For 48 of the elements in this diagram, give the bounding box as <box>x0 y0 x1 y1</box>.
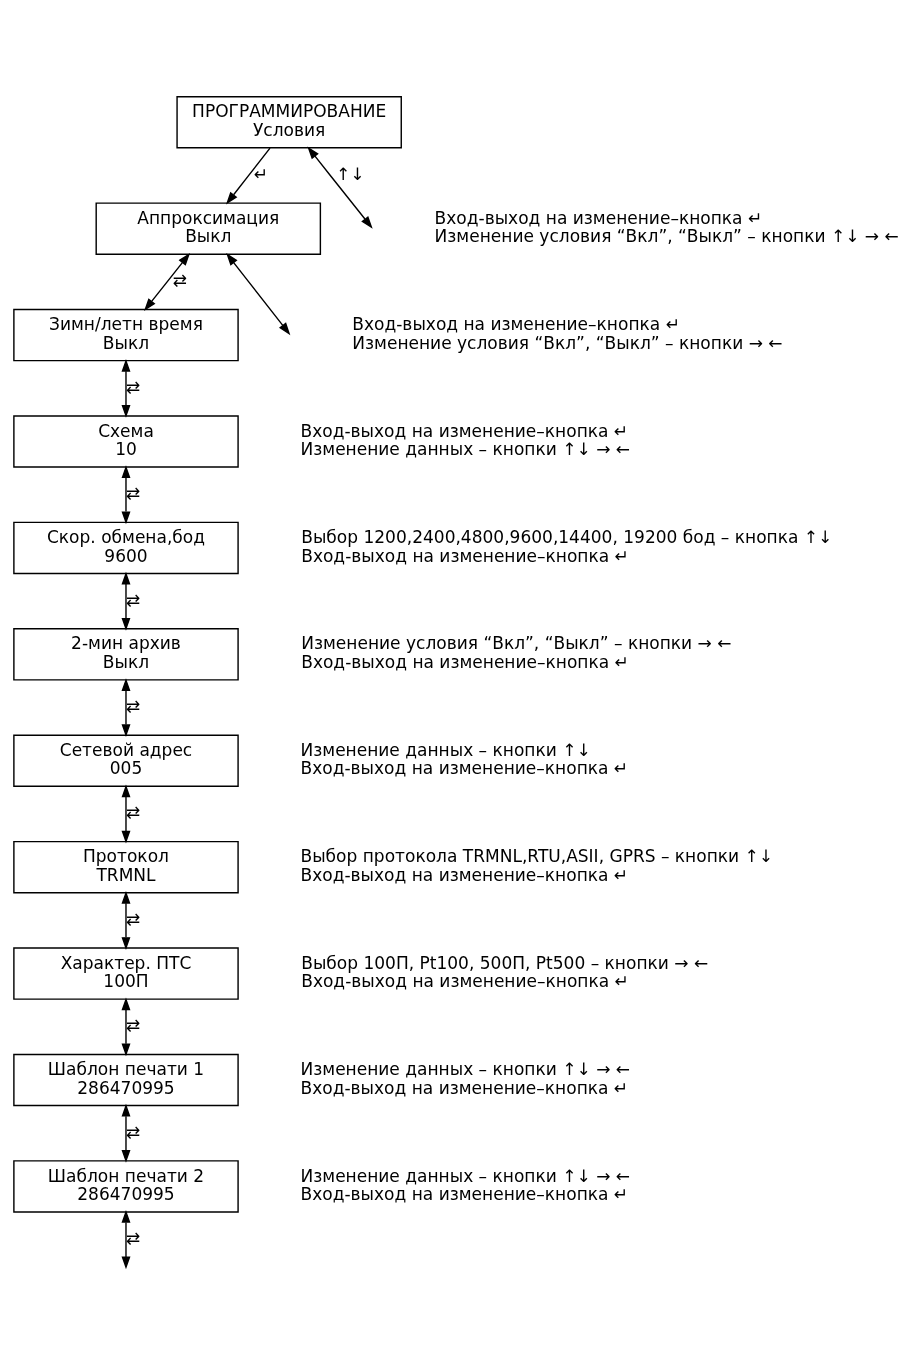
node-label: Изменение данных – кнопки ↑↓ → ← <box>300 1058 631 1079</box>
arrow <box>226 252 291 335</box>
node-box: Характер. ПТС 100П <box>13 946 239 1000</box>
node-box: 2-мин архив Выкл <box>13 627 239 681</box>
edge-label: ⇄ <box>125 1227 141 1248</box>
arrow <box>121 464 131 524</box>
edge-label: ⇄ <box>125 1121 141 1142</box>
node-label: Вход-выход на изменение–кнопка ↵ <box>352 313 680 334</box>
edge-label: ⇄ <box>125 376 141 397</box>
node-label: Вход-выход на изменение–кнопка ↵ <box>434 207 763 228</box>
node-box: Протокол TRMNL <box>13 840 239 893</box>
arrow <box>121 1103 131 1163</box>
edge-label: ↵ <box>253 163 268 184</box>
node-box: Сетевой адрес 005 <box>13 734 239 787</box>
node-label: Изменение данных – кнопки ↑↓ <box>300 739 591 760</box>
arrow <box>307 146 373 229</box>
node-label: Изменение условия “Вкл”, “Выкл” – кнопки → ← <box>352 332 783 353</box>
node-box: Аппроксимация Выкл <box>95 201 322 255</box>
node-label: Изменение данных – кнопки ↑↓ → ← <box>300 1165 631 1186</box>
node-label: Изменение условия “Вкл”, “Выкл” – кнопки → ← <box>301 633 732 653</box>
arrow <box>121 358 131 418</box>
arrow <box>121 784 131 843</box>
arrow <box>121 571 131 631</box>
edge-label: ⇄ <box>125 801 141 822</box>
arrow <box>121 890 131 950</box>
node-box: Зимн/летн время Выкл <box>13 308 239 361</box>
node-label: Выбор 1200,2400,4800,9600,14400, 19200 бод – кнопка ↑↓ <box>301 526 833 547</box>
edge-label: ⇄ <box>125 908 141 929</box>
node-label: Выбор 100П, Pt100, 500П, Pt500 – кнопки → ← <box>301 952 709 973</box>
arrow <box>121 1209 131 1269</box>
edge-label: ↑↓ <box>335 163 365 184</box>
arrow <box>144 252 191 311</box>
edge-label: ⇄ <box>172 269 188 290</box>
node-label: Вход-выход на изменение–кнопка ↵ <box>300 420 629 441</box>
edge-label: ⇄ <box>125 482 141 503</box>
edge-label: ⇄ <box>125 1014 141 1035</box>
edge-label: ⇄ <box>125 589 141 610</box>
node-box: Скор. обмена,бод 9600 <box>13 521 239 574</box>
node-label: Выбор протокола TRMNL,RTU,ASII, GPRS – кнопки ↑↓ <box>300 845 774 866</box>
node-box: ПРОГРАММИРОВАНИЕ Условия <box>176 95 402 148</box>
arrow <box>121 677 131 737</box>
node-box: Шаблон печати 2 286470995 <box>13 1159 239 1213</box>
arrow <box>226 146 271 205</box>
node-box: Шаблон печати 1 286470995 <box>13 1053 239 1106</box>
edge-label: ⇄ <box>125 695 141 716</box>
arrow <box>121 996 131 1056</box>
node-label: Вход-выход на изменение–кнопка ↵ <box>300 1077 629 1098</box>
node-box: Схема 10 <box>13 414 239 468</box>
